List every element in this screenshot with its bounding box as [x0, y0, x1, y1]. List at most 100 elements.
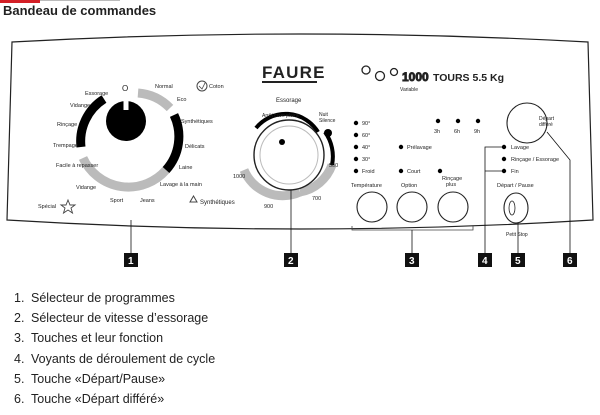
- program-label-facile-a-repasser: Facile à repasser: [56, 163, 98, 169]
- program-label-jeans: Jeans: [140, 198, 155, 204]
- model-badge: 1000 TOURS 5.5 Kg Variable: [361, 65, 504, 93]
- callout-number-5: 5: [515, 256, 521, 267]
- program-label-laine: Laine: [179, 165, 192, 171]
- cycle-leds: Lavage Rinçage / Essorage Fin: [501, 144, 559, 175]
- buttons-bracket: [351, 226, 474, 231]
- delay-leds: 3h 6h 9h: [434, 118, 481, 135]
- option-button-label: Option: [401, 183, 417, 189]
- program-off-mark: O: [122, 84, 128, 93]
- callout-badges: 1 2 3 4 5 6: [124, 253, 577, 267]
- program-label-vidange-2: Vidange: [76, 185, 96, 191]
- model-number: 1000: [402, 70, 429, 84]
- program-dial-arc-black: [76, 95, 107, 148]
- night-icon: [324, 129, 332, 137]
- callout-badge-6: [563, 253, 577, 267]
- program-label-delicats: Délicats: [185, 144, 205, 150]
- spin-label-arret-cuve-pleine: Arrêt cuve pleine: [262, 113, 300, 119]
- program-label-essorage: Essorage: [85, 91, 108, 97]
- coton-label: Coton: [209, 84, 224, 90]
- delayed-start-button[interactable]: [506, 102, 548, 144]
- start-pause-button[interactable]: [503, 192, 529, 224]
- callout-badge-2: [284, 253, 298, 267]
- leader-6: [546, 131, 571, 253]
- program-label-rincage: Rinçage: [57, 122, 77, 128]
- title-accent-bar: [0, 0, 40, 3]
- option-led: [398, 144, 404, 150]
- legend-number: 4.: [14, 351, 25, 366]
- legend-list: 1.Sélecteur de programmes 2. Sélecteur de…: [14, 288, 594, 409]
- spin-label-500: 500: [329, 163, 338, 169]
- callout-leaders: [130, 131, 571, 253]
- delay-label-3h: 3h: [434, 129, 440, 135]
- option-label-prelavage: Prélavage: [407, 145, 432, 151]
- spin-label-1000: 1000: [233, 174, 245, 180]
- title-rule: [40, 0, 120, 1]
- program-label-eco: Eco: [177, 97, 186, 103]
- legend-number: 2.: [14, 311, 25, 326]
- legend-text: Sélecteur de vitesse d’essorage: [31, 311, 209, 326]
- leader-4: [484, 146, 502, 253]
- program-knob-pointer: [123, 101, 129, 110]
- callout-number-3: 3: [409, 256, 415, 267]
- synthetiques-bottom-label: Synthétiques: [200, 200, 235, 206]
- delay-label-6h: 6h: [454, 129, 460, 135]
- drum-icon-b: [374, 70, 386, 82]
- temp-label-froid: Froid: [362, 169, 375, 175]
- drum-icon-c: [389, 67, 399, 77]
- model-sub: Variable: [400, 87, 418, 93]
- legend-item: 3. Touches et leur fonction: [14, 328, 594, 348]
- start-pause-button-inner: [508, 200, 516, 216]
- legend-number: 1.: [14, 291, 25, 305]
- start-pause-label: Départ / Pause: [497, 183, 534, 189]
- legend-text: Touches et leur fonction: [31, 331, 164, 346]
- temperature-button[interactable]: [356, 191, 388, 223]
- spin-label-700: 700: [312, 196, 321, 202]
- program-selector[interactable]: O Essorage Vidange Rinçage Trempage Faci…: [38, 80, 235, 215]
- legend-item: 2. Sélecteur de vitesse d’essorage: [14, 308, 594, 328]
- legend-number: 3.: [14, 331, 25, 346]
- option-label-court: Court: [407, 169, 421, 175]
- program-label-lavage-main: Lavage à la main: [160, 182, 202, 188]
- brand-name: FAURE: [262, 63, 326, 82]
- legend-item: 1.Sélecteur de programmes: [14, 288, 594, 308]
- program-dial-arc-gray-top: [137, 88, 174, 112]
- temp-label-30: 30°: [362, 157, 370, 163]
- rinse-button[interactable]: [437, 191, 469, 223]
- spin-knob-inner: [259, 125, 319, 185]
- temp-led: [353, 144, 359, 150]
- spin-label-900: 900: [264, 204, 273, 210]
- delay-label-9h: 9h: [474, 129, 480, 135]
- callout-number-2: 2: [288, 256, 294, 267]
- option-leds: Prélavage Court: [398, 144, 443, 175]
- legend-item: 4. Voyants de déroulement de cycle: [14, 349, 594, 369]
- synthetic-triangle-icon: [189, 195, 198, 203]
- callout-badge-4: [478, 253, 492, 267]
- brand-underline: [262, 81, 317, 83]
- spin-title: Essorage: [276, 98, 302, 104]
- control-panel-diagram: O Essorage Vidange Rinçage Trempage Faci…: [6, 33, 594, 267]
- temp-led: [353, 156, 359, 162]
- start-pause-control: Départ / Pause Petit Stop: [497, 183, 534, 238]
- program-label-vidange: Vidange: [70, 103, 90, 109]
- legend-item: 5.Touche «Départ/Pause»: [14, 369, 594, 389]
- spin-dial-arc-black: [254, 111, 320, 134]
- option-button[interactable]: [396, 191, 428, 223]
- legend-text: Touche «Départ/Pause»: [31, 371, 166, 386]
- temp-led: [353, 120, 359, 126]
- cycle-label-lavage: Lavage: [511, 145, 529, 151]
- temperature-button-label: Température: [351, 183, 382, 189]
- program-label-synthetiques: Synthétiques: [181, 119, 213, 125]
- temp-label-40: 40°: [362, 145, 370, 151]
- program-dial-arc-black-right: [162, 113, 184, 174]
- callout-number-1: 1: [128, 256, 134, 267]
- cycle-label-rincage: Rinçage / Essorage: [511, 157, 559, 163]
- cycle-led: [501, 144, 507, 150]
- delay-led: [455, 118, 461, 124]
- program-knob[interactable]: [106, 101, 146, 141]
- legend-text: Voyants de déroulement de cycle: [31, 351, 216, 366]
- callout-number-4: 4: [482, 256, 488, 267]
